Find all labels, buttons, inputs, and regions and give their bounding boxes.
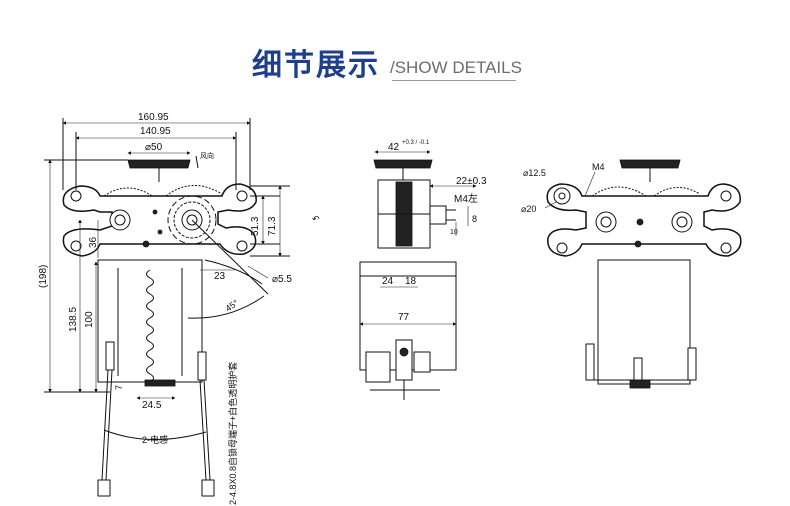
dim-height-4: 7 [114,385,124,390]
dim-angle: 45° [223,297,240,313]
dim-bottom-width: 24.5 [142,400,162,411]
dim-hole-dia: ⌀5.5 [272,274,292,285]
dim-mount-2: 71.3 [267,216,278,236]
terminal-note: 2-4.8X0.8自锁母端子+白色透明护套 [227,362,238,505]
dim-height-2: 100 [84,311,95,328]
rotation-mark: ↶ [312,214,320,224]
dim-width-total: 160.95 [138,112,169,123]
dim-8: 8 [472,214,477,224]
dim-shaft: 22±0.3 [456,176,487,187]
wire-label: 2-电感 [142,434,168,445]
dim-height-1: 138.5 [68,307,79,332]
dim-side-top: 42 [388,142,400,153]
dim-77: 77 [398,312,410,323]
dim-side-top-tol: +0.3 / -0.1 [402,140,430,146]
dim-mount-1: 51.3 [250,216,261,236]
dim-height-total: (198) [38,265,49,288]
section-title: 细节展示 [252,48,380,83]
dim-12-5: ⌀12.5 [523,168,546,178]
dim-small-offset: 23 [214,271,226,282]
side-view: 42 +0.3 / -0.1 22±0.3 M4左 8 10 24 18 77 [359,140,487,400]
back-view: ⌀12.5 M4 ⌀20 [521,159,742,389]
back-thread-label: M4 [592,162,605,172]
section-header: 细节展示 /SHOW DETAILS [0,0,790,110]
dim-10: 10 [450,229,458,236]
dim-18: 18 [405,276,417,287]
dim-height-3: 36 [88,236,99,248]
front-view: 160.95 140.95 ⌀50 风向 [38,112,320,505]
dim-gear-dia: ⌀50 [145,142,163,153]
dim-24: 24 [382,276,394,287]
thread-label: M4左 [454,192,478,205]
title-underline [392,80,516,81]
dim-20: ⌀20 [521,204,536,214]
section-subtitle: /SHOW DETAILS [390,58,522,77]
wind-direction-label: 风向 [200,151,214,160]
dim-width-holes: 140.95 [140,126,171,137]
